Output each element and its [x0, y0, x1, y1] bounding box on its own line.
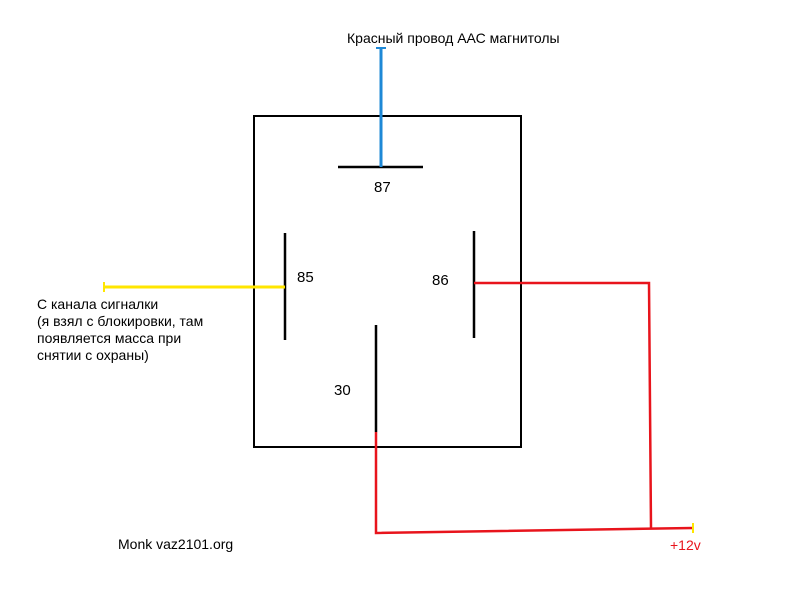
alarm-channel-note: С канала сигналки (я взял с блокировки, … — [37, 296, 203, 364]
pin-85-label: 85 — [297, 269, 314, 286]
alarm-note-line-4: снятии с охраны) — [37, 347, 149, 363]
alarm-note-line-2: (я взял с блокировки, там — [37, 313, 204, 329]
wire-87-label: Красный провод ААС магнитолы — [347, 30, 560, 46]
author-credit: Monk vaz2101.org — [118, 536, 234, 552]
alarm-note-line-1: С канала сигналки — [37, 296, 159, 312]
plus12-label: +12v — [670, 537, 701, 553]
relay-box — [253, 115, 522, 448]
pin-87-label: 87 — [374, 179, 391, 196]
pin-30-label: 30 — [334, 382, 351, 399]
wire-86-red — [474, 281, 653, 529]
wire-30-red — [374, 432, 694, 535]
alarm-note-line-3: появляется масса при — [37, 330, 182, 346]
pin-86-label: 86 — [432, 272, 449, 289]
